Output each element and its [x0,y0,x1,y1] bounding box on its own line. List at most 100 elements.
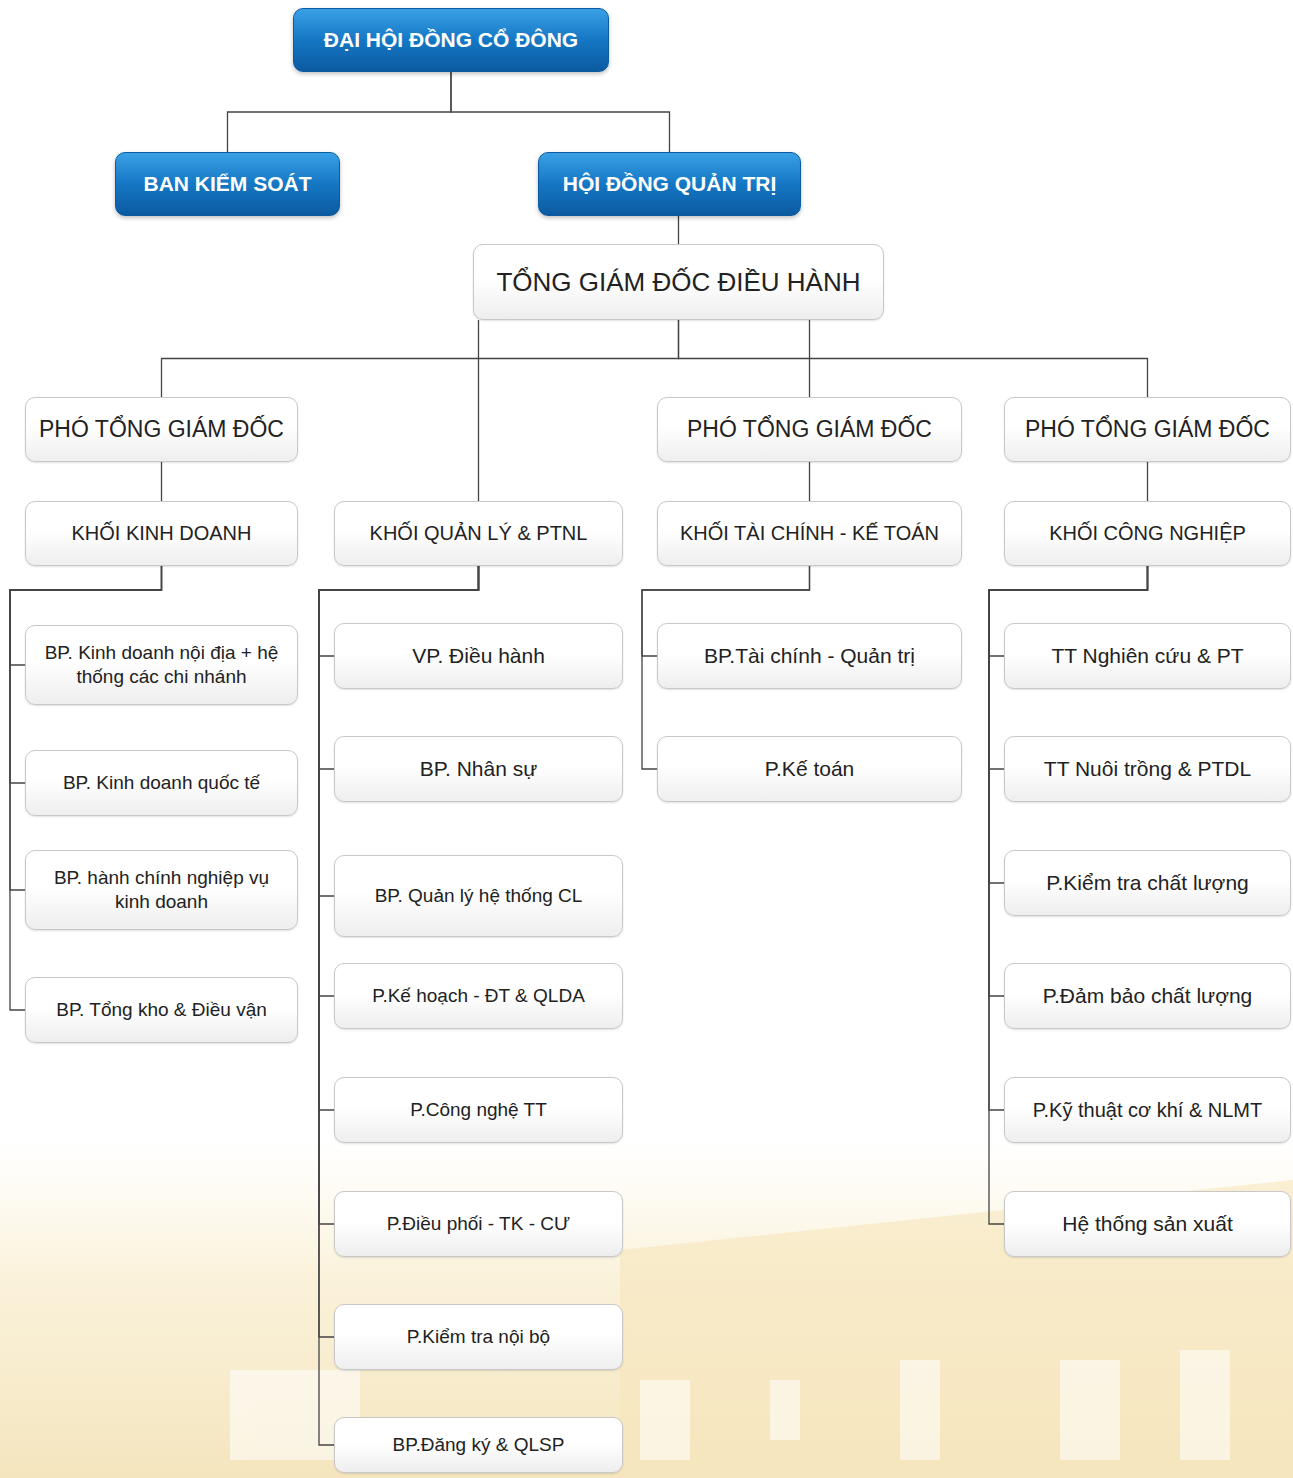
org-connector [161,462,162,501]
box-label: Hệ thống sản xuất [1062,1211,1232,1237]
department-box: BP. Kinh doanh nội địa + hệ thống các ch… [25,625,298,705]
department-box: TỔNG GIÁM ĐỐC ĐIỀU HÀNH [473,244,884,320]
box-label: KHỐI QUẢN LÝ & PTNL [370,521,588,546]
text-holder: KHỐI TÀI CHÍNH - KẾ TOÁN [680,521,939,546]
box-label: P.Công nghệ TT [410,1098,547,1122]
department-box: BP. Quản lý hệ thống CL [334,855,623,937]
org-connector [228,72,452,152]
department-box: P.Điều phối - TK - CƯ [334,1191,623,1257]
box-label: BP.Tài chính - Quản trị [704,643,915,669]
box-label: KHỐI CÔNG NGHIỆP [1049,521,1246,546]
department-box: BP. hành chính nghiệp vụ kinh doanh [25,850,298,930]
text-holder: BP. Tổng kho & Điều vận [56,998,267,1022]
box-label: P.Kiểm tra chất lượng [1046,870,1249,896]
text-holder: PHÓ TỔNG GIÁM ĐỐC [39,415,284,444]
box-label: P.Điều phối - TK - CƯ [387,1212,570,1236]
connector-line [678,216,679,244]
department-box: KHỐI QUẢN LÝ & PTNL [334,501,623,566]
department-box: TT Nuôi trồng & PTDL [1004,736,1291,802]
box-label: KHỐI TÀI CHÍNH - KẾ TOÁN [680,521,939,546]
text-holder: BP.Đăng ký & QLSP [393,1433,565,1457]
box-label: BP.Đăng ký & QLSP [393,1433,565,1457]
connector-line [1147,462,1148,501]
box-label: P.Đảm bảo chất lượng [1043,983,1253,1009]
box-label: P.Kiểm tra nội bộ [407,1325,550,1349]
department-box: BP. Tổng kho & Điều vận [25,977,298,1043]
org-connector [679,320,1148,397]
department-box: P.Đảm bảo chất lượng [1004,963,1291,1029]
text-holder: PHÓ TỔNG GIÁM ĐỐC [1025,415,1270,444]
text-holder: P.Kiểm tra nội bộ [407,1325,550,1349]
department-box: BP.Tài chính - Quản trị [657,623,962,689]
department-box: KHỐI TÀI CHÍNH - KẾ TOÁN [657,501,962,566]
box-label: P.Kế toán [765,756,855,782]
text-holder: KHỐI QUẢN LÝ & PTNL [370,521,588,546]
department-box: PHÓ TỔNG GIÁM ĐỐC [25,397,298,462]
department-box: P.Kiểm tra chất lượng [1004,850,1291,916]
text-holder: VP. Điều hành [412,643,545,669]
governance-box: BAN KIỂM SOÁT [115,152,340,216]
text-holder: BP. Nhân sự [420,756,538,782]
org-connector [809,462,810,501]
text-holder: BP. Kinh doanh quốc tế [63,771,260,795]
box-label: BP. Kinh doanh nội địa + hệ thống các ch… [36,641,287,689]
text-holder: P.Kế hoạch - ĐT & QLDA [372,984,585,1008]
building-wall [0,1140,1293,1478]
connector-line [679,320,1148,397]
department-box: BP. Nhân sự [334,736,623,802]
connector-line [228,72,452,152]
connector-line [478,320,479,501]
text-holder: TT Nuôi trồng & PTDL [1044,756,1251,782]
text-holder: TỔNG GIÁM ĐỐC ĐIỀU HÀNH [496,266,860,299]
text-holder: Hệ thống sản xuất [1062,1211,1232,1237]
box-label: BP. Nhân sự [420,756,538,782]
text-holder: ĐẠI HỘI ĐỒNG CỔ ĐÔNG [324,27,578,53]
department-box: P.Kỹ thuật cơ khí & NLMT [1004,1077,1291,1143]
text-holder: BP.Tài chính - Quản trị [704,643,915,669]
connector-line [319,566,479,896]
text-holder: P.Công nghệ TT [410,1098,547,1122]
connector-line [162,320,679,397]
department-box: BP.Đăng ký & QLSP [334,1417,623,1473]
department-box: PHÓ TỔNG GIÁM ĐỐC [657,397,962,462]
box-label: PHÓ TỔNG GIÁM ĐỐC [687,415,932,444]
governance-box: HỘI ĐỒNG QUẢN TRỊ [538,152,801,216]
box-label: TT Nuôi trồng & PTDL [1044,756,1251,782]
department-box: BP. Kinh doanh quốc tế [25,750,298,816]
box-label: P.Kế hoạch - ĐT & QLDA [372,984,585,1008]
text-holder: P.Kiểm tra chất lượng [1046,870,1249,896]
org-connector [451,72,670,152]
box-label: BP. hành chính nghiệp vụ kinh doanh [36,866,287,914]
text-holder: HỘI ĐỒNG QUẢN TRỊ [563,171,777,197]
text-holder: BP. Quản lý hệ thống CL [375,884,583,908]
connector-line [989,566,1148,883]
box-label: BP. Quản lý hệ thống CL [375,884,583,908]
box-label: PHÓ TỔNG GIÁM ĐỐC [1025,415,1270,444]
box-label: HỘI ĐỒNG QUẢN TRỊ [563,171,777,197]
text-holder: P.Đảm bảo chất lượng [1043,983,1253,1009]
text-holder: PHÓ TỔNG GIÁM ĐỐC [687,415,932,444]
box-label: KHỐI KINH DOANH [71,521,251,546]
org-connector [319,566,479,896]
box-label: P.Kỹ thuật cơ khí & NLMT [1033,1098,1263,1123]
connector-line [10,566,162,890]
text-holder: BAN KIỂM SOÁT [144,171,312,197]
box-label: BP. Tổng kho & Điều vận [56,998,267,1022]
org-connector [478,320,479,501]
connector-line [809,462,810,501]
department-box: P.Kiểm tra nội bộ [334,1304,623,1370]
text-holder: KHỐI CÔNG NGHIỆP [1049,521,1246,546]
text-holder: P.Kế toán [765,756,855,782]
governance-box: ĐẠI HỘI ĐỒNG CỔ ĐÔNG [293,8,609,72]
department-box: KHỐI KINH DOANH [25,501,298,566]
text-holder: BP. hành chính nghiệp vụ kinh doanh [36,866,287,914]
box-label: ĐẠI HỘI ĐỒNG CỔ ĐÔNG [324,27,578,53]
department-box: Hệ thống sản xuất [1004,1191,1291,1257]
box-label: BAN KIỂM SOÁT [144,171,312,197]
connector-line [451,72,670,152]
box-label: VP. Điều hành [412,643,545,669]
building-facade [620,1180,1293,1478]
org-connector [1147,462,1148,501]
box-label: PHÓ TỔNG GIÁM ĐỐC [39,415,284,444]
